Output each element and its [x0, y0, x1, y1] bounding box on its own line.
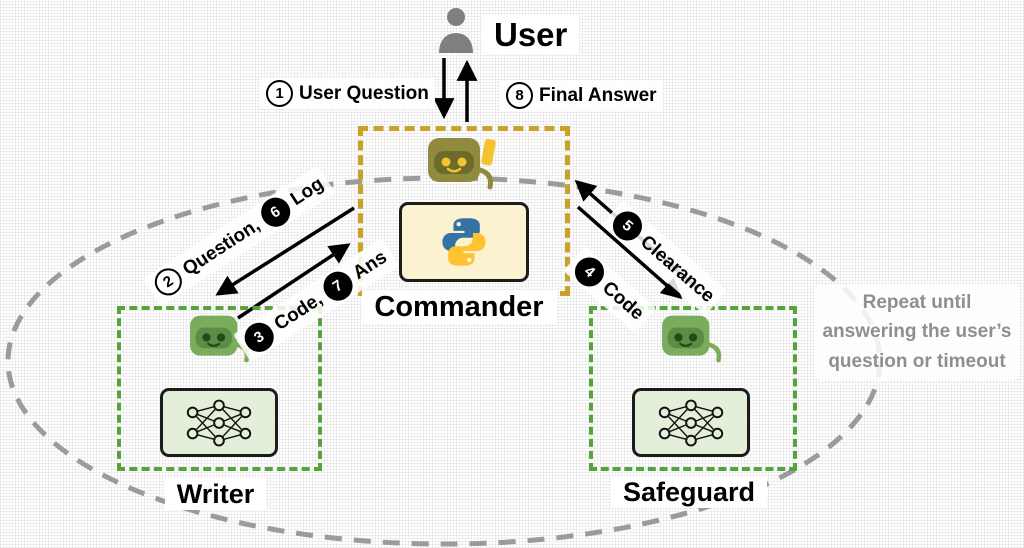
edge-text-user-question: User Question: [299, 82, 429, 104]
repeat-loop-note: Repeat until answering the user’s questi…: [814, 284, 1020, 381]
commander-robot-icon: [420, 134, 504, 200]
step-badge-8: 8: [506, 82, 533, 109]
edge-label-final-answer: 8 Final Answer: [500, 80, 663, 111]
safeguard-neural-network-icon: [632, 388, 750, 457]
commander-label: Commander: [358, 290, 560, 324]
safeguard-robot-icon: [654, 312, 732, 372]
arrow-code-ans: [237, 243, 351, 320]
arrow-code-to-safeguard: [576, 205, 683, 300]
safeguard-label: Safeguard: [589, 476, 789, 508]
step-badge-1: 1: [266, 80, 293, 107]
writer-box: [117, 306, 322, 471]
writer-label: Writer: [117, 478, 314, 510]
user-label: User: [482, 15, 580, 54]
writer-neural-network-icon: [160, 388, 278, 457]
arrow-question-log: [215, 206, 355, 296]
python-logo-icon: [399, 202, 529, 282]
safeguard-box: [589, 306, 797, 471]
edge-label-user-question: 1 User Question: [260, 78, 435, 109]
user-icon: [436, 6, 476, 56]
edge-text-final-answer: Final Answer: [539, 84, 657, 106]
